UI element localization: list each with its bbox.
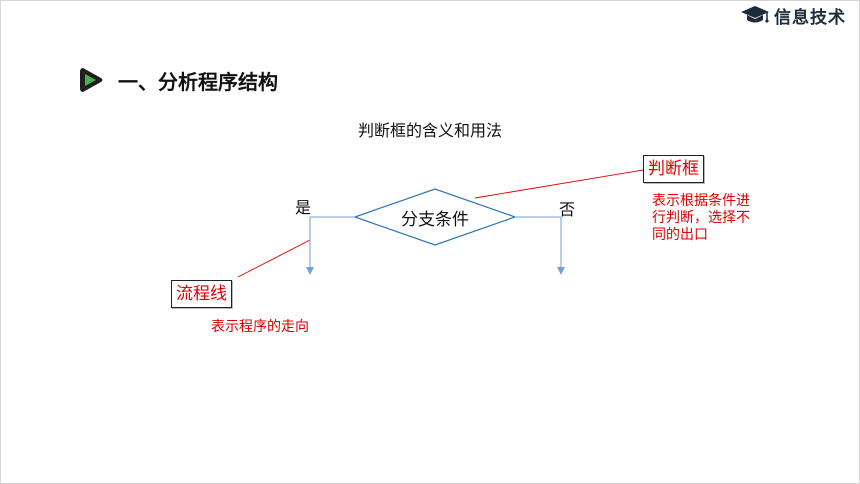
flowline-callout-line (237, 239, 311, 278)
graduation-cap-icon (741, 6, 769, 23)
decision-callout-line (474, 169, 644, 199)
brand-header: 信息技术 (740, 3, 846, 28)
flowline-note: 表示程序的走向 (211, 319, 309, 335)
yes-branch-line (309, 216, 355, 268)
decision-term-box: 判断框 (643, 155, 704, 183)
flowline-term-box: 流程线 (171, 280, 232, 308)
brand-text: 信息技术 (774, 7, 846, 28)
yes-label: 是 (295, 198, 312, 217)
section-title: 一、分析程序结构 (78, 64, 278, 96)
diagram-subtitle: 判断框的含义和用法 (357, 121, 502, 140)
decision-label: 分支条件 (401, 209, 469, 230)
yes-branch-arrowhead (306, 267, 314, 275)
no-label: 否 (559, 200, 576, 219)
play-arrow-icon (80, 68, 103, 92)
decision-note: 表示根据条件进行判断，选择不同的出口 (652, 193, 750, 243)
no-branch-arrowhead (557, 267, 565, 275)
section-title-text: 一、分析程序结构 (118, 69, 278, 94)
no-branch-line (515, 216, 562, 268)
